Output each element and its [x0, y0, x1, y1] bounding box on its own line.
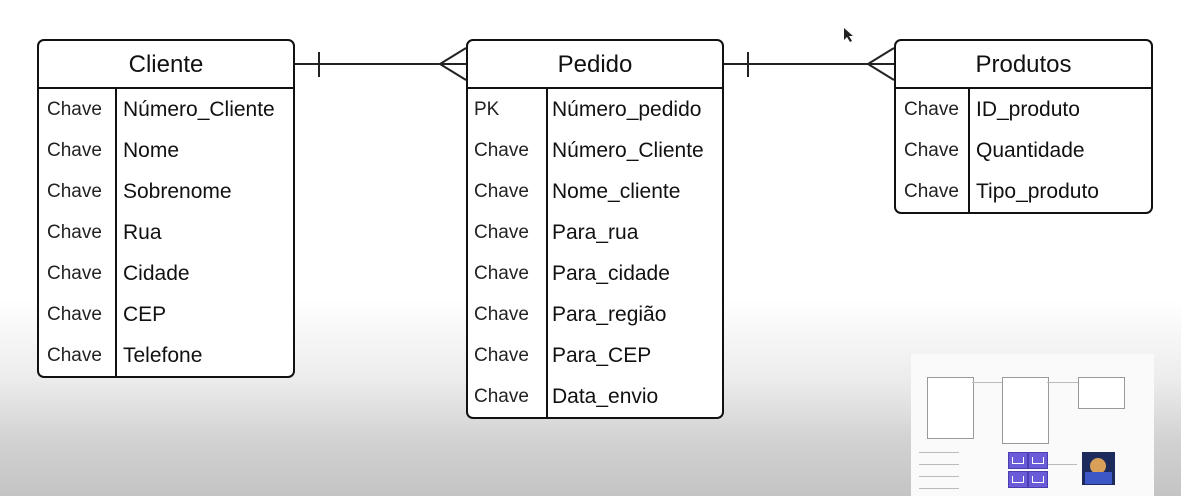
key-label: Chave: [474, 180, 529, 202]
key-label: Chave: [904, 98, 959, 120]
relationship-cliente-pedido: [295, 47, 467, 81]
shopping-cart-icon: [1028, 452, 1048, 469]
attribute-name: CEP: [123, 302, 167, 326]
attribute-name: Telefone: [123, 343, 203, 367]
column-divider: [115, 89, 117, 376]
mini-connector: [1047, 382, 1078, 383]
attribute-name: Quantidade: [976, 138, 1085, 162]
key-label: Chave: [474, 262, 529, 284]
attribute-name: Número_Cliente: [123, 97, 275, 121]
shopping-cart-icon: [1028, 471, 1048, 488]
key-label: Chave: [47, 344, 102, 366]
mini-line: [919, 464, 959, 465]
key-label: Chave: [474, 385, 529, 407]
attribute-row: Chave Número_Cliente: [468, 130, 722, 171]
diagram-thumbnail-preview[interactable]: [911, 354, 1154, 496]
relationship-pedido-produtos: [724, 47, 895, 81]
attribute-row: Chave Data_envio: [468, 376, 722, 417]
key-label: Chave: [47, 139, 102, 161]
attribute-name: Para_região: [552, 302, 667, 326]
presenter-avatar: [1082, 452, 1115, 485]
attribute-row: Chave Número_Cliente: [39, 89, 293, 130]
shopping-cart-icon: [1008, 471, 1028, 488]
attribute-name: Nome_cliente: [552, 179, 681, 203]
mouse-cursor-icon: [844, 28, 853, 42]
attribute-row: Chave Para_região: [468, 294, 722, 335]
key-label: Chave: [474, 221, 529, 243]
attribute-row: Chave CEP: [39, 294, 293, 335]
mini-line: [919, 488, 959, 489]
attribute-name: Rua: [123, 220, 162, 244]
crows-foot-lower: [439, 63, 467, 81]
key-label: Chave: [474, 139, 529, 161]
key-label: PK: [474, 98, 500, 120]
attribute-name: Tipo_produto: [976, 179, 1099, 203]
crows-foot-lower: [867, 63, 895, 81]
entity-title: Produtos: [896, 41, 1151, 89]
crows-foot-upper: [867, 47, 895, 65]
attribute-row: Chave ID_produto: [896, 89, 1151, 130]
key-label: Chave: [47, 98, 102, 120]
key-label: Chave: [904, 139, 959, 161]
mini-line: [919, 476, 959, 477]
attribute-name: Para_rua: [552, 220, 639, 244]
attribute-name: Para_cidade: [552, 261, 670, 285]
attribute-row: Chave Para_rua: [468, 212, 722, 253]
shopping-cart-icon: [1008, 452, 1028, 469]
attribute-name: Para_CEP: [552, 343, 652, 367]
key-label: Chave: [47, 221, 102, 243]
attribute-row: Chave Rua: [39, 212, 293, 253]
mini-line: [919, 452, 959, 453]
column-divider: [546, 89, 548, 417]
attribute-name: Sobrenome: [123, 179, 232, 203]
attribute-name: ID_produto: [976, 97, 1080, 121]
crows-foot-upper: [439, 47, 467, 65]
key-label: Chave: [474, 344, 529, 366]
attribute-row: Chave Telefone: [39, 335, 293, 376]
mini-entity: [1078, 377, 1125, 409]
attribute-list: PK Número_pedido Chave Número_Cliente Chav…: [468, 89, 722, 417]
attribute-row: Chave Nome: [39, 130, 293, 171]
mini-entity: [927, 377, 974, 439]
attribute-name: Data_envio: [552, 384, 659, 408]
attribute-name: Cidade: [123, 261, 190, 285]
attribute-name: Número_Cliente: [552, 138, 704, 162]
mini-entity: [1002, 377, 1049, 444]
key-label: Chave: [474, 303, 529, 325]
attribute-name: Nome: [123, 138, 180, 162]
key-label: Chave: [904, 180, 959, 202]
attribute-row: Chave Tipo_produto: [896, 171, 1151, 212]
attribute-row: Chave Nome_cliente: [468, 171, 722, 212]
key-label: Chave: [47, 180, 102, 202]
entity-pedido: Pedido PK Número_pedido Chave Número_Clien…: [466, 39, 724, 419]
entity-title: Pedido: [468, 41, 722, 89]
entity-title: Cliente: [39, 41, 293, 89]
attribute-row: PK Número_pedido: [468, 89, 722, 130]
mini-connector: [972, 382, 1002, 383]
attribute-row: Chave Sobrenome: [39, 171, 293, 212]
attribute-row: Chave Cidade: [39, 253, 293, 294]
attribute-row: Chave Para_cidade: [468, 253, 722, 294]
attribute-row: Chave Para_CEP: [468, 335, 722, 376]
attribute-row: Chave Quantidade: [896, 130, 1151, 171]
key-label: Chave: [47, 262, 102, 284]
key-label: Chave: [47, 303, 102, 325]
mini-line: [1047, 464, 1077, 465]
attribute-name: Número_pedido: [552, 97, 702, 121]
column-divider: [968, 89, 970, 212]
